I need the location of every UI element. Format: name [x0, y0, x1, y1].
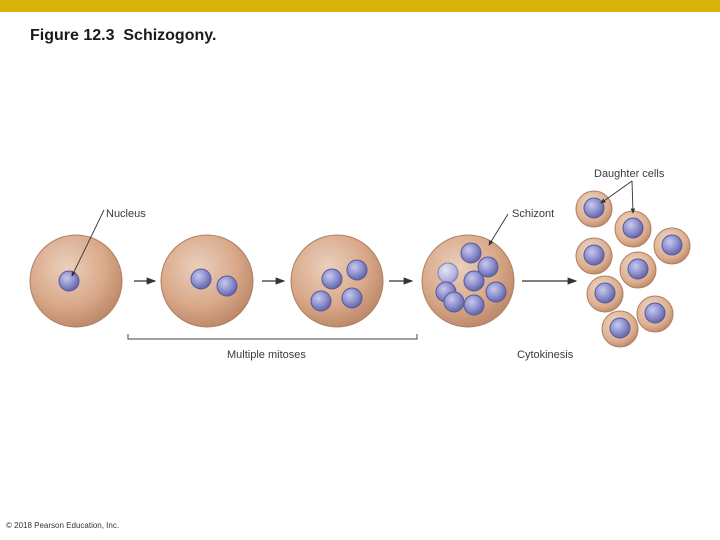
copyright-notice: © 2018 Pearson Education, Inc. — [6, 521, 120, 530]
label-schizont: Schizont — [512, 208, 554, 220]
daughter-cell — [575, 237, 613, 275]
mitoses-bracket — [127, 334, 418, 340]
top-accent-bar — [0, 0, 720, 12]
schizont-pointer — [488, 213, 509, 246]
figure-title: Figure 12.3 Schizogony. — [30, 27, 217, 44]
nucleus-pointer — [71, 209, 105, 277]
cell-stage-3 — [290, 234, 384, 328]
daughter-cell — [614, 210, 652, 248]
daughter-cell — [586, 275, 624, 313]
label-daughter-cells: Daughter cells — [594, 168, 665, 180]
label-cytokinesis: Cytokinesis — [517, 349, 574, 361]
pointer-lines — [71, 180, 636, 277]
daughter-cell — [575, 190, 613, 228]
daughter-pointer-1 — [600, 180, 633, 204]
daughter-cell — [636, 295, 674, 333]
daughter-pointer-2 — [630, 180, 636, 214]
label-nucleus: Nucleus — [106, 208, 146, 220]
label-multiple-mitoses: Multiple mitoses — [227, 349, 306, 361]
cell-stage-schizont — [421, 234, 515, 328]
daughter-cell — [619, 251, 657, 289]
cell-stage-1 — [29, 234, 123, 328]
daughter-cell — [653, 227, 691, 265]
daughter-cells — [575, 190, 691, 348]
cell-stage-2 — [160, 234, 254, 328]
daughter-cell — [601, 310, 639, 348]
